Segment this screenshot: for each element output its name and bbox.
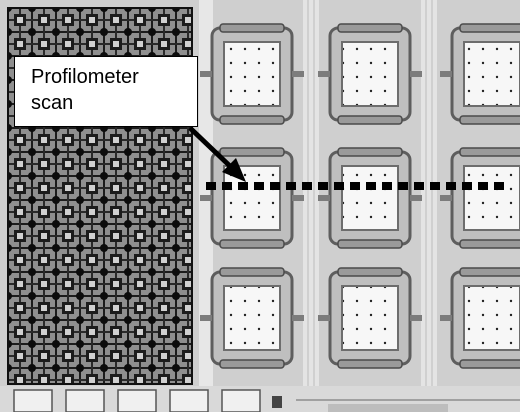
pad-cell <box>440 147 520 249</box>
pad-cell <box>200 147 304 249</box>
pad-cell <box>200 267 304 369</box>
pad-cell <box>440 267 520 369</box>
pad-cell <box>318 147 422 249</box>
bottom-pad-row <box>0 386 520 412</box>
pad-cell <box>440 23 520 125</box>
arrow <box>188 126 246 182</box>
pad-cell <box>318 267 422 369</box>
pad-cell <box>318 23 422 125</box>
pad-cell <box>200 23 304 125</box>
pad-grid <box>200 23 520 369</box>
annotation-label: Profilometer scan <box>14 56 198 127</box>
